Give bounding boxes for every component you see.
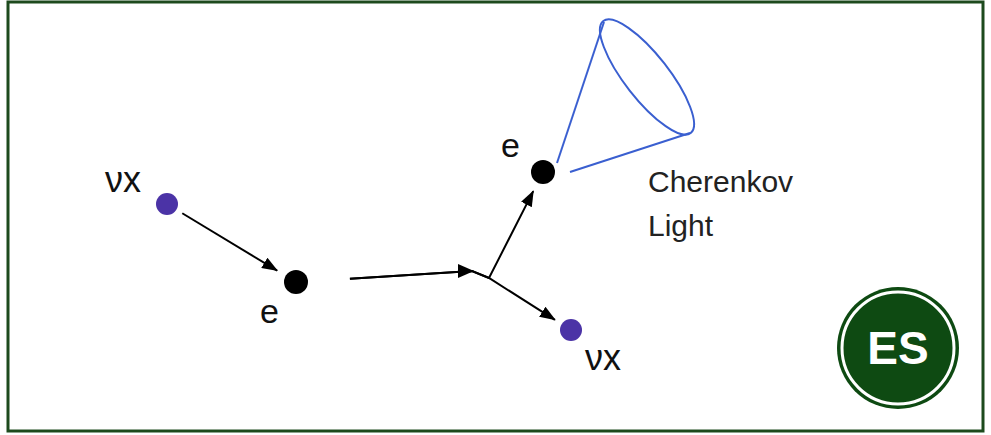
dot-shape (560, 319, 582, 341)
dot (284, 270, 308, 294)
cone-rim (586, 8, 708, 147)
dot (531, 160, 555, 184)
particle-dot: e (284, 270, 308, 294)
particle-label: e (260, 294, 279, 328)
dot-shape (284, 270, 308, 294)
badge-inner-ring (842, 292, 954, 404)
dot-shape (531, 160, 555, 184)
particle-label: νx (105, 162, 141, 198)
particle-label: νx (585, 340, 621, 376)
frame (8, 2, 983, 431)
dot (156, 193, 178, 215)
badge-label: ES (867, 325, 928, 371)
cone-edge (557, 22, 604, 163)
badge-circle: ES (836, 286, 960, 410)
caption-note: Cherenkov Light (648, 160, 813, 248)
arrow (182, 213, 277, 270)
badge-ring (837, 287, 959, 409)
particle-dot: e (531, 160, 555, 184)
dot-shape (156, 193, 178, 215)
particle-dot: νx (560, 319, 582, 341)
dot (560, 319, 582, 341)
arrow (350, 191, 533, 279)
arrow (350, 271, 555, 320)
particle-label: e (501, 128, 520, 162)
particle-dot: νx (156, 193, 178, 215)
